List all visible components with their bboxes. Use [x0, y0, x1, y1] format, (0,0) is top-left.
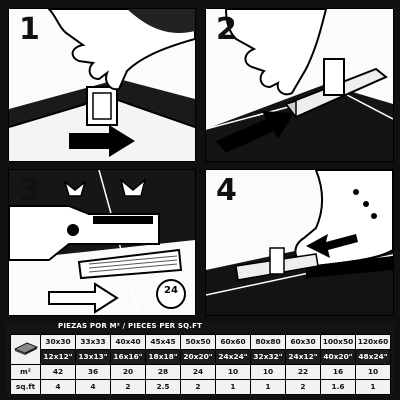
- step-2-panel: 2: [205, 8, 394, 162]
- pieces-per-m2-cell: 24: [180, 364, 216, 380]
- pieces-per-m2-cell: 42: [40, 364, 76, 380]
- metric-size-cell: 100x50: [320, 334, 356, 350]
- pieces-per-sqft-cell: 2: [180, 379, 216, 395]
- imperial-size-cell: 20x20": [180, 349, 216, 365]
- imperial-size-cell: 48x24": [355, 349, 391, 365]
- imperial-size-cell: 16x16": [110, 349, 146, 365]
- tile-icon-cell: [10, 334, 41, 365]
- pieces-per-sqft-cell: 4: [40, 379, 76, 395]
- pieces-per-m2-cell: 10: [250, 364, 286, 380]
- pieces-per-m2-cell: 36: [75, 364, 111, 380]
- pieces-per-sqft-cell: 4: [75, 379, 111, 395]
- imperial-size-cell: 13x13": [75, 349, 111, 365]
- metric-size-cell: 45x45: [145, 334, 181, 350]
- metric-size-cell: 60x30: [285, 334, 321, 350]
- pieces-per-m2-cell: 22: [285, 364, 321, 380]
- row-label-m2: m²: [10, 364, 41, 380]
- pieces-per-m2-cell: 10: [355, 364, 391, 380]
- pieces-per-sqft-cell: 1: [355, 379, 391, 395]
- step-number: 2: [216, 12, 237, 47]
- metric-size-cell: 40x40: [110, 334, 146, 350]
- metric-size-cell: 80x80: [250, 334, 286, 350]
- pieces-per-sqft-cell: 2: [285, 379, 321, 395]
- step-4-panel: 4: [205, 169, 394, 316]
- row-label-sqft: sq.ft: [10, 379, 41, 395]
- pieces-per-m2-cell: 28: [145, 364, 181, 380]
- table-title: PIEZAS POR M² / PIECES PER SQ.FT: [58, 322, 203, 330]
- imperial-size-row: 12x12"13x13"16x16"18x18"20x20"24x24"32x3…: [11, 349, 391, 365]
- imperial-size-cell: 40x20": [320, 349, 356, 365]
- imperial-size-cell: 32x32": [250, 349, 286, 365]
- pieces-per-sqft-cell: 2.5: [145, 379, 181, 395]
- step-3-panel: 3 24: [8, 169, 196, 316]
- step-1-panel: 1: [8, 8, 196, 162]
- imperial-size-cell: 24x12": [285, 349, 321, 365]
- boot-kicking-clip-icon: [206, 170, 393, 315]
- imperial-size-cell: 12x12": [40, 349, 76, 365]
- step-number: 3: [19, 173, 40, 208]
- pieces-per-m2-cell: 16: [320, 364, 356, 380]
- hand-inserting-wedge-icon: [206, 9, 393, 161]
- pieces-per-sqft-cell: 1: [215, 379, 251, 395]
- step-number: 4: [216, 173, 237, 208]
- step-number: 1: [19, 12, 40, 47]
- pieces-per-m2-cell: 10: [215, 364, 251, 380]
- pieces-per-sqft-cell: 2: [110, 379, 146, 395]
- pieces-per-m2-cell: 20: [110, 364, 146, 380]
- pieces-per-sqft-cell: 1.6: [320, 379, 356, 395]
- pliers-tightening-icon: [9, 170, 195, 315]
- imperial-size-cell: 18x18": [145, 349, 181, 365]
- tile-stack-icon: [13, 342, 38, 355]
- pieces-per-sqft-cell: 1: [250, 379, 286, 395]
- metric-size-cell: 33x33: [75, 334, 111, 350]
- imperial-size-cell: 24x24": [215, 349, 251, 365]
- timer-badge: 24: [164, 285, 178, 296]
- hand-placing-clip-icon: [9, 9, 195, 161]
- metric-size-cell: 60x60: [215, 334, 251, 350]
- metric-size-cell: 50x50: [180, 334, 216, 350]
- metric-size-cell: 120x60: [355, 334, 391, 350]
- metric-size-cell: 30x30: [40, 334, 76, 350]
